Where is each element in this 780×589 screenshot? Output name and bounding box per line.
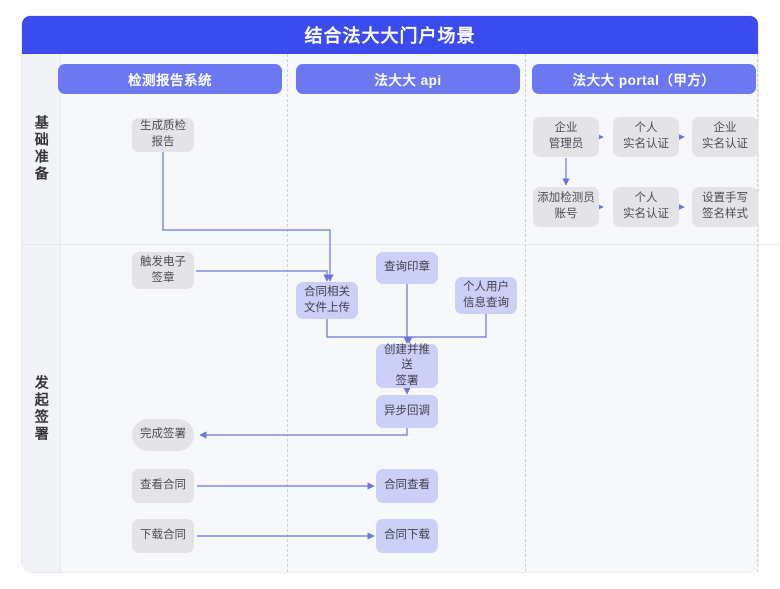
column-header-fadada-api[interactable]: 法大大 api — [296, 64, 520, 94]
swimlane-label-text: 基础准备 — [33, 115, 50, 183]
lane-divider-2 — [525, 54, 526, 572]
node-set-handwrite-signature[interactable]: 设置手写 签名样式 — [692, 187, 758, 227]
node-download-contract[interactable]: 下载合同 — [132, 519, 194, 553]
lane-row-divider — [60, 244, 780, 245]
node-finish-sign[interactable]: 完成签署 — [132, 419, 194, 451]
node-contract-view[interactable]: 合同查看 — [376, 469, 438, 503]
node-view-contract[interactable]: 查看合同 — [132, 469, 194, 503]
node-generate-qc-report[interactable]: 生成质检 报告 — [132, 118, 194, 152]
node-personal-realname-2[interactable]: 个人 实名认证 — [613, 187, 679, 227]
node-async-callback[interactable]: 异步回调 — [376, 395, 438, 428]
node-create-push-sign[interactable]: 创建并推送 签署 — [376, 344, 438, 388]
lane-divider-1 — [287, 54, 288, 572]
node-enterprise-realname[interactable]: 企业 实名认证 — [692, 117, 758, 157]
swimlane-label-preparation: 基础准备 — [22, 54, 60, 244]
column-header-fadada-portal[interactable]: 法大大 portal（甲方） — [532, 64, 756, 94]
page-title: 结合法大大门户场景 — [22, 16, 758, 54]
node-trigger-esign[interactable]: 触发电子 签章 — [132, 252, 194, 289]
column-header-detection-report-system[interactable]: 检测报告系统 — [58, 64, 282, 94]
node-query-seal[interactable]: 查询印章 — [376, 252, 438, 284]
swimlane-label-text: 发起签署 — [33, 375, 50, 443]
swimlane-rail: 基础准备 发起签署 — [22, 54, 61, 572]
node-add-inspector-account[interactable]: 添加检测员 账号 — [533, 187, 599, 227]
node-contract-file-upload[interactable]: 合同相关 文件上传 — [296, 282, 358, 319]
node-contract-download[interactable]: 合同下载 — [376, 519, 438, 553]
node-personal-realname-1[interactable]: 个人 实名认证 — [613, 117, 679, 157]
lane-divider-3 — [757, 54, 758, 572]
node-personal-user-info-query[interactable]: 个人用户 信息查询 — [455, 277, 517, 314]
node-enterprise-admin[interactable]: 企业 管理员 — [533, 117, 599, 157]
swimlane-label-signing: 发起签署 — [22, 244, 60, 573]
